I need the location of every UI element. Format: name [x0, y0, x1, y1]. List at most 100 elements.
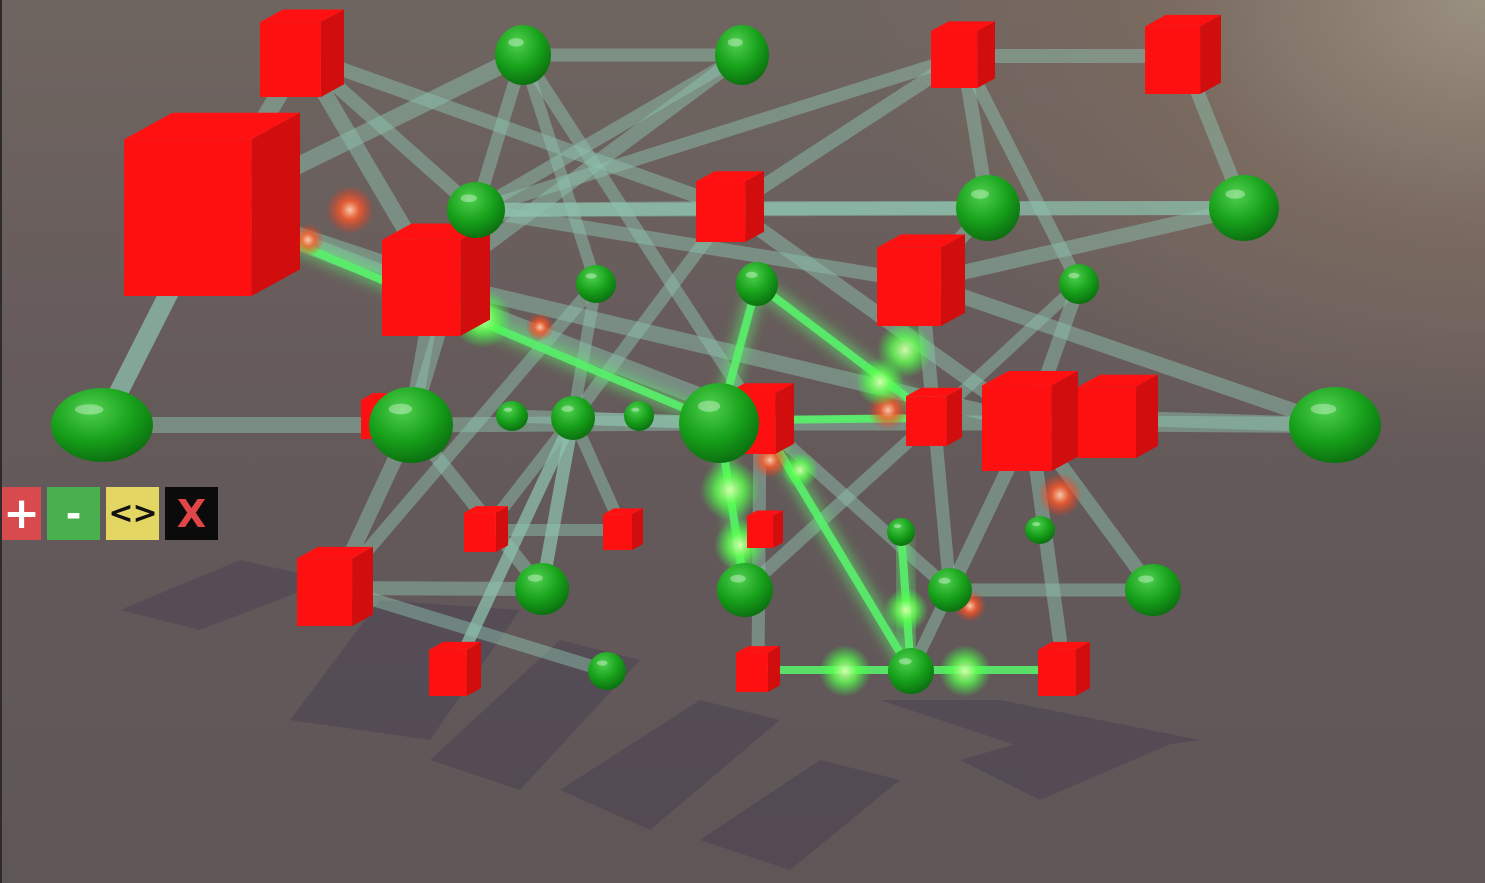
sphere-highlight: [898, 658, 912, 665]
cube-node: [906, 387, 962, 446]
cube-top: [297, 546, 373, 559]
cube-side: [940, 234, 965, 326]
sphere-body: [369, 387, 453, 463]
cube-top: [726, 383, 794, 394]
cube-side: [460, 223, 490, 336]
sphere-highlight: [1138, 575, 1154, 583]
edge: [723, 49, 970, 215]
sphere-highlight: [503, 407, 513, 412]
sphere-highlight: [893, 524, 902, 529]
close-icon: X: [176, 491, 207, 536]
edge: [566, 201, 737, 425]
sphere-body: [551, 396, 595, 440]
sphere-body: [956, 175, 1020, 241]
cube-top: [736, 646, 780, 653]
sphere-node: [717, 563, 773, 617]
sphere-node: [369, 387, 453, 463]
cube-node: [982, 371, 1078, 471]
sphere-body: [888, 648, 934, 694]
cube-top: [1145, 14, 1221, 27]
cube-front: [736, 652, 768, 692]
sphere-node: [715, 25, 769, 85]
cube-front: [429, 649, 467, 696]
sphere-highlight: [971, 189, 989, 199]
cube-side: [773, 510, 783, 548]
sphere-highlight: [561, 405, 574, 412]
cube-top: [931, 21, 995, 32]
sphere-node: [679, 383, 759, 463]
sphere-body: [736, 262, 778, 306]
cube-front: [931, 31, 978, 88]
sphere-highlight: [585, 273, 597, 279]
ground-shadows: [120, 560, 1200, 870]
cube-node: [1145, 14, 1221, 95]
cube-front: [906, 396, 947, 446]
cube-front: [382, 239, 461, 336]
cube-front: [1038, 649, 1076, 696]
close-button[interactable]: X: [165, 487, 218, 540]
edge: [469, 201, 1251, 217]
cube-side: [632, 508, 643, 550]
sphere-node: [1059, 264, 1099, 304]
edge: [927, 411, 957, 597]
sphere-node: [576, 265, 616, 303]
cube-side: [1200, 14, 1221, 95]
cube-front: [260, 22, 321, 98]
swap-button[interactable]: <>: [106, 487, 159, 540]
cube-front: [696, 181, 746, 242]
edge: [469, 49, 970, 217]
spark-glow-red: [526, 313, 554, 341]
spark-glow-green: [782, 452, 818, 488]
spark-glow-green: [700, 460, 760, 520]
cube-side: [352, 546, 373, 626]
cube-top: [696, 171, 764, 182]
add-button[interactable]: +: [2, 487, 41, 540]
sphere-highlight: [460, 194, 477, 203]
cube-front: [877, 247, 941, 326]
sphere-node: [1209, 175, 1279, 241]
edge: [328, 277, 603, 595]
edge: [295, 48, 737, 215]
cube-side: [1136, 374, 1158, 458]
sphere-highlight: [730, 574, 746, 583]
sphere-node: [887, 518, 915, 546]
cube-top: [877, 234, 965, 248]
spark-glow-green: [819, 645, 871, 697]
remove-button[interactable]: -: [47, 487, 100, 540]
edge: [449, 412, 579, 676]
cube-node: [382, 223, 490, 336]
cube-side: [1075, 641, 1090, 696]
sphere-node: [495, 25, 551, 85]
cube-side: [1051, 371, 1078, 471]
sphere-node: [1289, 387, 1381, 463]
edge: [469, 48, 749, 217]
edge: [516, 48, 767, 427]
edge: [449, 412, 579, 676]
edge: [517, 49, 602, 290]
cube-top: [982, 371, 1078, 386]
edge: [535, 411, 580, 596]
cube-node: [696, 171, 764, 242]
sphere-highlight: [727, 38, 743, 47]
sphere-body: [887, 518, 915, 546]
sphere-body: [624, 401, 654, 431]
sphere-node: [551, 396, 595, 440]
edge: [567, 278, 602, 424]
spark-glow-green: [856, 358, 904, 406]
cube-side: [946, 387, 962, 446]
cube-side: [251, 112, 300, 297]
sphere-body: [588, 652, 626, 690]
cube-top: [464, 506, 508, 513]
cube-node: [931, 21, 995, 88]
minus-icon: -: [65, 491, 82, 536]
sphere-highlight: [74, 404, 104, 415]
sphere-body: [1209, 175, 1279, 241]
sphere-body: [1289, 387, 1381, 463]
edge: [469, 201, 737, 217]
cube-front: [1078, 386, 1136, 458]
edge: [913, 200, 1252, 290]
sphere-node: [1125, 564, 1181, 616]
sphere-body: [515, 563, 569, 615]
